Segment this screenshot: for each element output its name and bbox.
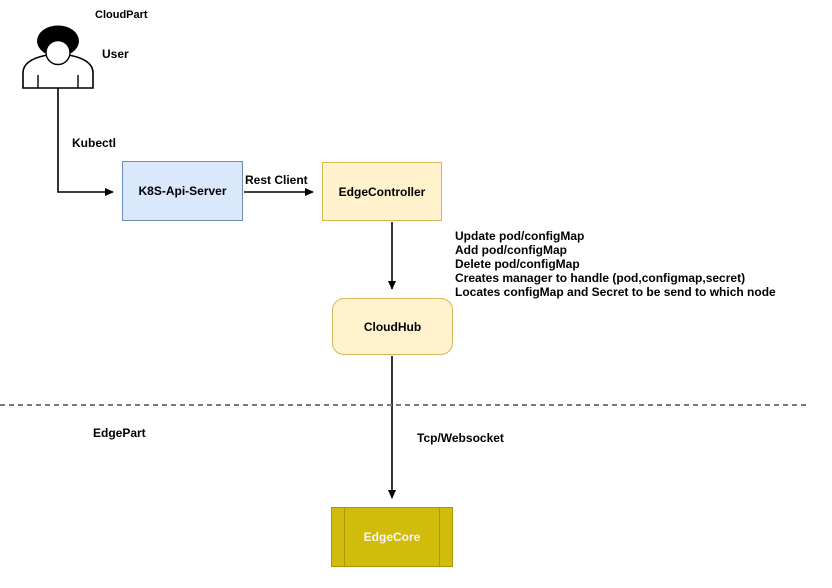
user-actor-icon [22, 25, 94, 89]
cloudpart-region-label: CloudPart [95, 9, 148, 21]
node-k8s-api-server: K8S-Api-Server [122, 161, 243, 221]
node-edge-core-label: EdgeCore [363, 530, 421, 544]
annotation-line: Creates manager to handle (pod,configmap… [455, 271, 746, 285]
user-actor-label: User [102, 47, 129, 61]
annotation-line: Delete pod/configMap [455, 257, 580, 271]
node-cloud-hub: CloudHub [332, 298, 453, 355]
node-k8s-api-server-label: K8S-Api-Server [138, 184, 227, 198]
connector-kubectl [57, 88, 114, 196]
edge-controller-annotation: Update pod/configMap Add pod/configMap D… [455, 229, 776, 299]
annotation-line: Update pod/configMap [455, 229, 585, 243]
edgepart-region-label: EdgePart [93, 426, 146, 440]
kubectl-connector-label: Kubectl [72, 136, 117, 150]
node-edge-core: EdgeCore [331, 507, 453, 567]
annotation-line: Add pod/configMap [455, 243, 567, 257]
node-edge-controller: EdgeController [322, 162, 442, 221]
annotation-line: Locates configMap and Secret to be send … [455, 285, 776, 299]
tcp-websocket-connector-label: Tcp/Websocket [417, 431, 504, 445]
node-cloud-hub-label: CloudHub [363, 319, 422, 334]
rest-client-connector-label: Rest Client [245, 173, 308, 187]
edge-core-process-bar-right [439, 508, 440, 566]
node-edge-controller-label: EdgeController [338, 184, 426, 199]
edge-core-process-bar-left [344, 508, 345, 566]
